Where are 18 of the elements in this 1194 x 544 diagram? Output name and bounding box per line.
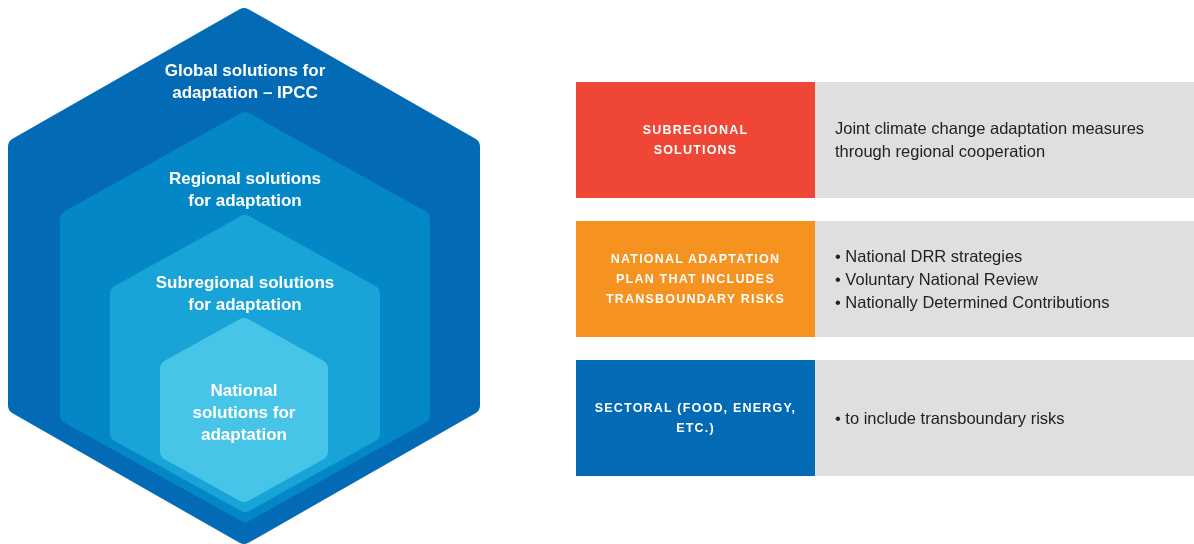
hexagon-layer (8, 8, 480, 544)
category-box: NATIONAL ADAPTATION PLAN THAT INCLUDES TRANSBOUNDARY RISKS (576, 221, 815, 337)
bullet-item: • Nationally Determined Contributions (835, 291, 1111, 313)
bullet-item: • National DRR strategies (835, 245, 1024, 267)
hexagon-layer (60, 112, 430, 522)
description-panel (815, 82, 1194, 198)
layer-label: Subregional solutions for adaptation (154, 272, 336, 316)
layer-label: Regional solutions for adaptation (167, 168, 323, 212)
layer-label: Global solutions for adaptation – IPCC (163, 60, 327, 104)
category-box: SECTORAL (FOOD, ENERGY, ETC.) (576, 360, 815, 476)
description-panel (815, 221, 1194, 337)
bullet-item: • Voluntary National Review (835, 268, 1039, 290)
layer-label: National solutions for adaptation (191, 380, 297, 446)
description-panel (815, 360, 1194, 476)
category-box: SUBREGIONAL SOLUTIONS (576, 82, 815, 198)
description-text: • to include transboundary risks (835, 407, 1066, 429)
hexagon-layer (110, 215, 380, 512)
description-text: Joint climate change adaptation measures through regional cooperation (835, 118, 1146, 162)
